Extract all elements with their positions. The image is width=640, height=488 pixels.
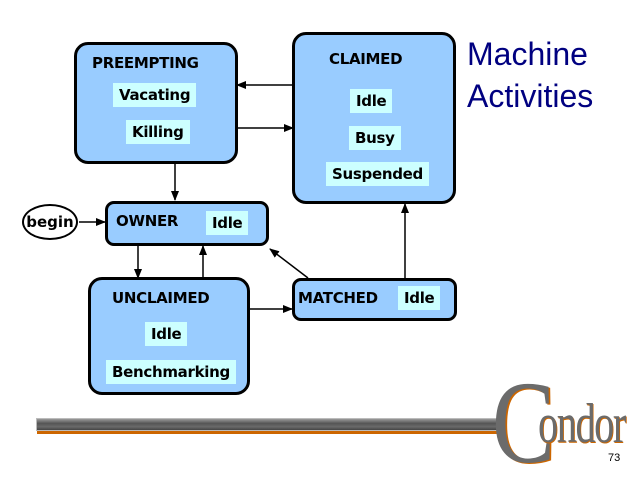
condor-logo-text: ondor bbox=[538, 393, 626, 455]
state-label: CLAIMED bbox=[329, 50, 403, 68]
state-label: UNCLAIMED bbox=[112, 289, 210, 307]
activity-vacating: Vacating bbox=[113, 83, 197, 107]
activity-busy: Busy bbox=[349, 126, 401, 150]
footer-bar-accent bbox=[37, 431, 501, 434]
title-line-1: Machine bbox=[467, 36, 588, 72]
slide-title: Machine Activities bbox=[467, 33, 593, 117]
state-matched: MATCHED Idle bbox=[292, 278, 457, 321]
state-owner: OWNER Idle bbox=[105, 201, 269, 246]
state-label: OWNER bbox=[116, 212, 179, 230]
activity-suspended: Suspended bbox=[326, 162, 429, 186]
state-claimed: CLAIMED Idle Busy Suspended bbox=[292, 32, 456, 204]
condor-logo-initial: C bbox=[492, 357, 555, 488]
footer-bar bbox=[36, 418, 502, 431]
activity-idle: Idle bbox=[145, 322, 188, 346]
page-number: 73 bbox=[608, 452, 621, 464]
activity-idle: Idle bbox=[350, 89, 393, 113]
state-label: PREEMPTING bbox=[92, 54, 199, 72]
begin-node: begin bbox=[22, 204, 78, 240]
activity-idle: Idle bbox=[206, 211, 249, 235]
state-unclaimed: UNCLAIMED Idle Benchmarking bbox=[88, 277, 250, 395]
arrow-matched-to-owner bbox=[269, 248, 309, 279]
title-line-2: Activities bbox=[467, 78, 594, 114]
state-label: MATCHED bbox=[298, 289, 378, 307]
activity-benchmarking: Benchmarking bbox=[106, 360, 236, 384]
activity-idle: Idle bbox=[398, 286, 441, 310]
state-preempting: PREEMPTING Vacating Killing bbox=[74, 42, 238, 164]
activity-killing: Killing bbox=[126, 120, 190, 144]
